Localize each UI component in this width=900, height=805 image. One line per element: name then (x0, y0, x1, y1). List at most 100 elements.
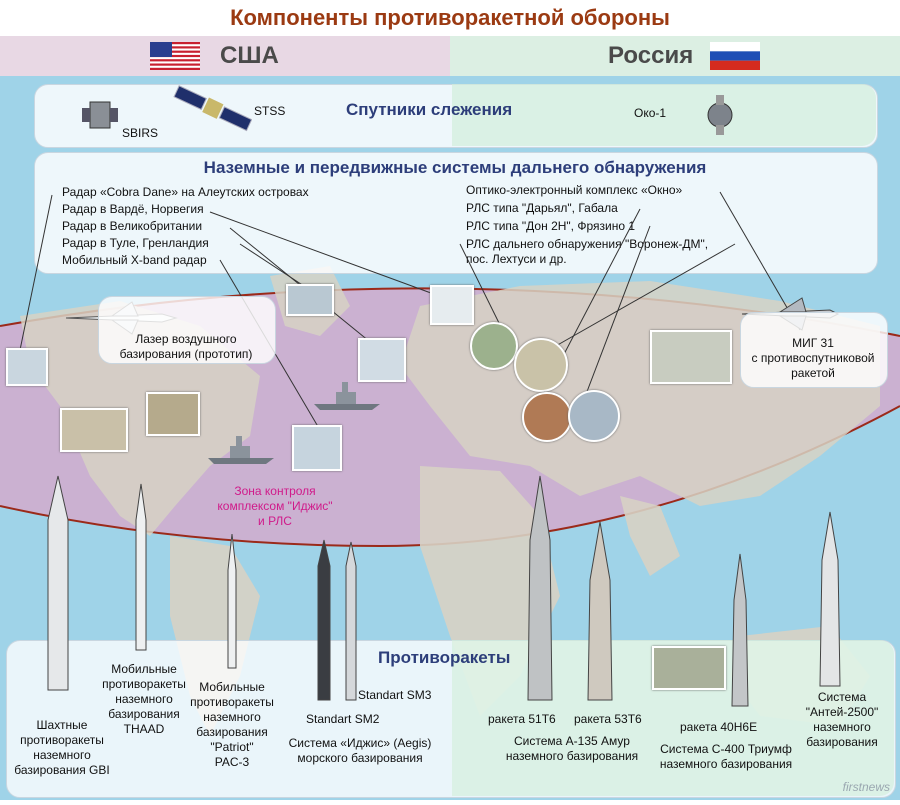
us-radar-list: Радар «Cobra Dane» на Алеутских островах… (62, 185, 309, 270)
mig31-label: МИГ 31 с противоспутниковой ракетой (740, 336, 886, 381)
oko1-label: Око-1 (634, 106, 667, 120)
ground-systems-panel (34, 152, 878, 274)
mig31-label-line: ракетой (791, 366, 835, 380)
s400-launcher-photo (650, 330, 732, 384)
uk-radar-photo (358, 338, 406, 382)
sm2-missile-icon (317, 539, 331, 701)
aegis-zone-label-line: комплексом "Иджис" (217, 499, 333, 513)
aegis-zone-label: Зона контроля комплексом "Иджис" и РЛС (200, 484, 350, 529)
gbi-caption-line: базирования GBI (14, 763, 110, 777)
gbi-caption-line: противоракеты (20, 733, 104, 747)
gbi-caption-line: Шахтные (36, 718, 88, 732)
russia-band (450, 36, 900, 76)
vardo-radar-photo (430, 285, 474, 325)
aegis-zone-label-line: Зона контроля (234, 484, 316, 498)
thule-radar-photo (286, 284, 334, 316)
thaad-launcher-photo (60, 408, 128, 452)
51t6-caption: ракета 51Т6 (488, 712, 556, 726)
cobra-dane-radar-photo (6, 348, 48, 386)
mig31-label-line: с противоспутниковой (751, 351, 875, 365)
us-flag-icon (150, 42, 200, 70)
aegis-zone-label-line: и РЛС (258, 514, 292, 528)
patriot-missile-icon (227, 533, 237, 669)
aegis-caption-line: Система «Иджис» (Aegis) (288, 736, 432, 750)
s400-caption-line: наземного базирования (659, 757, 793, 771)
sm2-caption: Standart SM2 (306, 712, 380, 726)
voronezh-radar-photo (470, 322, 518, 370)
satellites-heading: Спутники слежения (346, 100, 513, 119)
patriot-caption-line: "Patriot" (210, 740, 254, 754)
ru-radar-item: РЛС дальнего обнаружения "Воронеж-ДМ", (466, 237, 709, 251)
gbi-caption: Шахтные противоракеты наземного базирова… (6, 718, 118, 778)
interceptors-heading: Противоракеты (378, 648, 511, 667)
sbirs-label: SBIRS (122, 126, 159, 140)
ru-radar-item: РЛС типа "Дарьял", Габала (466, 201, 618, 215)
aegis-ship-icon (312, 374, 382, 414)
okno-complex-photo (568, 390, 620, 442)
51t6-missile-icon (527, 475, 553, 701)
thaad-caption-line: THAAD (123, 722, 165, 736)
credit-logo: firstnews (842, 780, 890, 794)
airborne-laser-label: Лазер воздушного базирования (прототип) (98, 332, 274, 362)
thaad-caption-line: наземного (115, 692, 173, 706)
stss-label: STSS (254, 104, 286, 118)
us-band (0, 36, 450, 76)
russia-label: Россия (608, 42, 694, 69)
us-radar-item: Радар в Великобритании (62, 219, 203, 233)
antey-caption: Система "Антей-2500" наземного базирован… (794, 690, 890, 750)
s400-caption: Система С-400 Триумф наземного базирован… (648, 742, 804, 772)
patriot-caption-line: противоракеты (190, 695, 274, 709)
stss-satellite-icon (172, 84, 253, 136)
airborne-laser-label-line: Лазер воздушного (135, 332, 237, 346)
patriot-caption-line: PAC-3 (214, 755, 250, 769)
a135-caption-line: наземного базирования (505, 749, 639, 763)
us-radar-item: Радар в Туле, Гренландия (62, 236, 209, 250)
sm3-caption: Standart SM3 (358, 688, 432, 702)
gbi-missile-icon (47, 475, 69, 691)
us-radar-item: Радар в Вардё, Норвегия (62, 202, 204, 216)
thaad-caption-line: Мобильные (111, 662, 177, 676)
s400-launcher-photo (652, 646, 726, 690)
patriot-launcher-photo (146, 392, 200, 436)
ru-radar-item: Оптико-электронный комплекс «Окно» (466, 183, 683, 197)
a135-caption: Система А-135 Амур наземного базирования (492, 734, 652, 764)
satellites-panel-ru (452, 84, 876, 146)
laser-panel (98, 296, 276, 364)
patriot-caption-line: Мобильные (199, 680, 265, 694)
patriot-caption: Мобильные противоракеты наземного базиро… (182, 680, 282, 770)
aegis-caption-line: морского базирования (297, 751, 423, 765)
ru-radar-item: РЛС типа "Дон 2Н", Фрязино 1 (466, 219, 636, 233)
sbirs-satellite-icon (80, 92, 120, 138)
oko1-satellite-icon (700, 90, 740, 140)
ru-radar-item: пос. Лехтуси и др. (466, 252, 567, 266)
s400-caption-line: Система С-400 Триумф (660, 742, 792, 756)
us-label: США (220, 42, 279, 69)
aegis-caption: Система «Иджис» (Aegis) морского базиров… (270, 736, 450, 766)
don2n-radar-photo (514, 338, 568, 392)
x-band-radar-photo (292, 425, 342, 471)
mig31-label-line: МИГ 31 (792, 336, 834, 350)
53t6-caption: ракета 53Т6 (574, 712, 642, 726)
antey-caption-line: "Антей-2500" (805, 705, 879, 719)
patriot-caption-line: базирования (196, 725, 268, 739)
us-radar-item: Радар «Cobra Dane» на Алеутских островах (62, 185, 309, 199)
antey-missile-icon (819, 511, 841, 687)
gbi-caption-line: наземного (33, 748, 91, 762)
40n6e-missile-icon (731, 553, 749, 707)
aegis-ship-icon (206, 428, 276, 468)
ground-systems-heading: Наземные и передвижные системы дальнего … (203, 158, 707, 177)
patriot-caption-line: наземного (203, 710, 261, 724)
thaad-caption-line: базирования (108, 707, 180, 721)
antey-caption-line: Система (817, 690, 867, 704)
thaad-missile-icon (135, 483, 147, 651)
us-radar-item: Мобильный X-band радар (62, 253, 207, 267)
mig31-panel (740, 312, 888, 388)
sm3-missile-icon (345, 541, 357, 701)
antey-caption-line: базирования (806, 735, 878, 749)
russia-flag-icon (710, 42, 760, 70)
40n6e-caption: ракета 40Н6Е (680, 720, 758, 734)
antey-caption-line: наземного (813, 720, 871, 734)
thaad-caption-line: противоракеты (102, 677, 186, 691)
airborne-laser-label-line: базирования (прототип) (119, 347, 253, 361)
